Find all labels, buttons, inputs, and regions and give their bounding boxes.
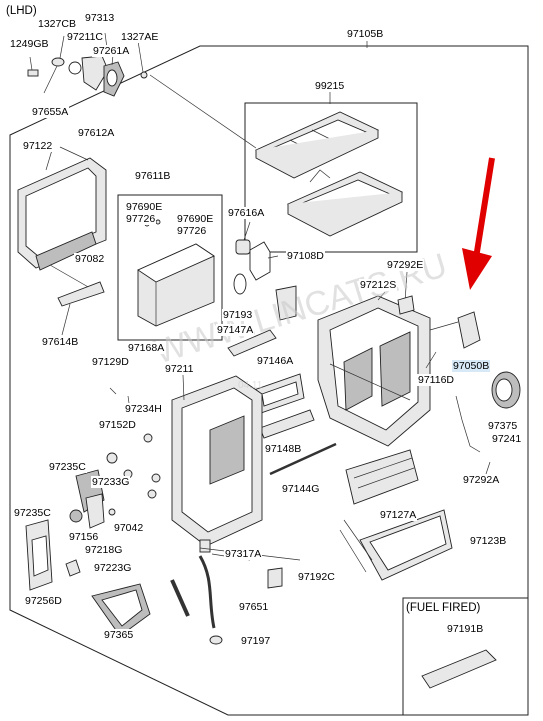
part-97211[interactable]: 97211 [164, 363, 195, 375]
part-97127A[interactable]: 97127A [379, 509, 418, 521]
fuel-heater-drawing [421, 649, 497, 689]
watermark-date: 04.11 [238, 380, 263, 391]
top-hardware [27, 32, 148, 97]
part-97197[interactable]: 97197 [240, 635, 272, 647]
part-97241[interactable]: 97241 [491, 433, 523, 445]
housing-drawing [317, 271, 431, 447]
fuel-fired-label: (FUEL FIRED) [406, 602, 481, 614]
drain-drawing [170, 547, 301, 645]
part-97129D[interactable]: 97129D [91, 356, 130, 368]
part-97256D[interactable]: 97256D [24, 595, 63, 607]
part-97235C-upper[interactable]: 97235C [48, 461, 87, 473]
part-1327CB[interactable]: 1327CB [37, 18, 77, 30]
filter-block-drawing [137, 219, 215, 327]
part-97050B[interactable]: 97050B [452, 360, 491, 372]
part-97042[interactable]: 97042 [113, 522, 145, 534]
part-97168A[interactable]: 97168A [127, 342, 166, 354]
part-97616A[interactable]: 97616A [227, 207, 266, 219]
filter-group-outline [117, 194, 223, 341]
seals-drawing [233, 221, 297, 321]
part-97148B[interactable]: 97148B [264, 443, 303, 455]
part-97612A[interactable]: 97612A [77, 127, 116, 139]
part-97726-right[interactable]: 97726 [176, 225, 208, 237]
part-97191B[interactable]: 97191B [446, 623, 485, 635]
part-97193[interactable]: 97193 [222, 309, 254, 321]
part-97218G[interactable]: 97218G [84, 544, 124, 556]
pointer-arrow [462, 157, 495, 290]
heater-case-drawing [171, 374, 263, 553]
part-97292E[interactable]: 97292E [386, 259, 425, 271]
filter-cover-outline [244, 102, 418, 253]
part-97375[interactable]: 97375 [487, 420, 519, 432]
part-99215[interactable]: 99215 [314, 80, 346, 92]
heater-core-drawing [339, 449, 453, 581]
part-97313[interactable]: 97313 [84, 12, 116, 24]
part-97144G[interactable]: 97144G [281, 483, 321, 495]
part-97192C[interactable]: 97192C [297, 571, 336, 583]
part-97122[interactable]: 97122 [22, 140, 54, 152]
part-97690E-left[interactable]: 97690E [125, 201, 164, 213]
part-97690E-right[interactable]: 97690E [176, 213, 215, 225]
part-97212S[interactable]: 97212S [359, 279, 398, 291]
part-97116D[interactable]: 97116D [417, 374, 456, 386]
lhd-label: (LHD) [6, 5, 37, 17]
part-97105B[interactable]: 97105B [346, 28, 385, 40]
duct-left-drawing [17, 146, 107, 289]
part-97234H[interactable]: 97234H [124, 403, 163, 415]
part-97082[interactable]: 97082 [74, 253, 106, 265]
part-97152D[interactable]: 97152D [98, 419, 137, 431]
part-97156[interactable]: 97156 [68, 531, 100, 543]
part-97365[interactable]: 97365 [103, 629, 135, 641]
part-97223G[interactable]: 97223G [93, 562, 133, 574]
part-97123B[interactable]: 97123B [469, 535, 508, 547]
fuel-fired-box [402, 597, 529, 716]
rod-97144G [269, 442, 337, 476]
blower-drawing [425, 311, 521, 475]
part-97651[interactable]: 97651 [238, 601, 270, 613]
part-97292A[interactable]: 97292A [462, 474, 501, 486]
part-97726-left[interactable]: 97726 [125, 213, 157, 225]
part-97261A[interactable]: 97261A [92, 45, 131, 57]
part-97146A[interactable]: 97146A [256, 355, 295, 367]
part-97211C[interactable]: 97211C [66, 31, 105, 43]
filter-cover-drawing [149, 74, 404, 237]
part-97233G[interactable]: 97233G [91, 476, 131, 488]
part-1249GB[interactable]: 1249GB [9, 38, 50, 50]
flaps-drawing [227, 329, 315, 439]
part-97317A[interactable]: 97317A [224, 548, 263, 560]
part-97108D[interactable]: 97108D [286, 250, 325, 262]
part-97611B[interactable]: 97611B [134, 170, 172, 182]
part-97614B[interactable]: 97614B [41, 336, 80, 348]
part-97655A[interactable]: 97655A [31, 106, 70, 118]
part-97147A[interactable]: 97147A [216, 324, 255, 336]
part-1327AE[interactable]: 1327AE [120, 31, 160, 43]
part-97235C-lower[interactable]: 97235C [13, 507, 52, 519]
bracket-97614B [57, 281, 105, 336]
